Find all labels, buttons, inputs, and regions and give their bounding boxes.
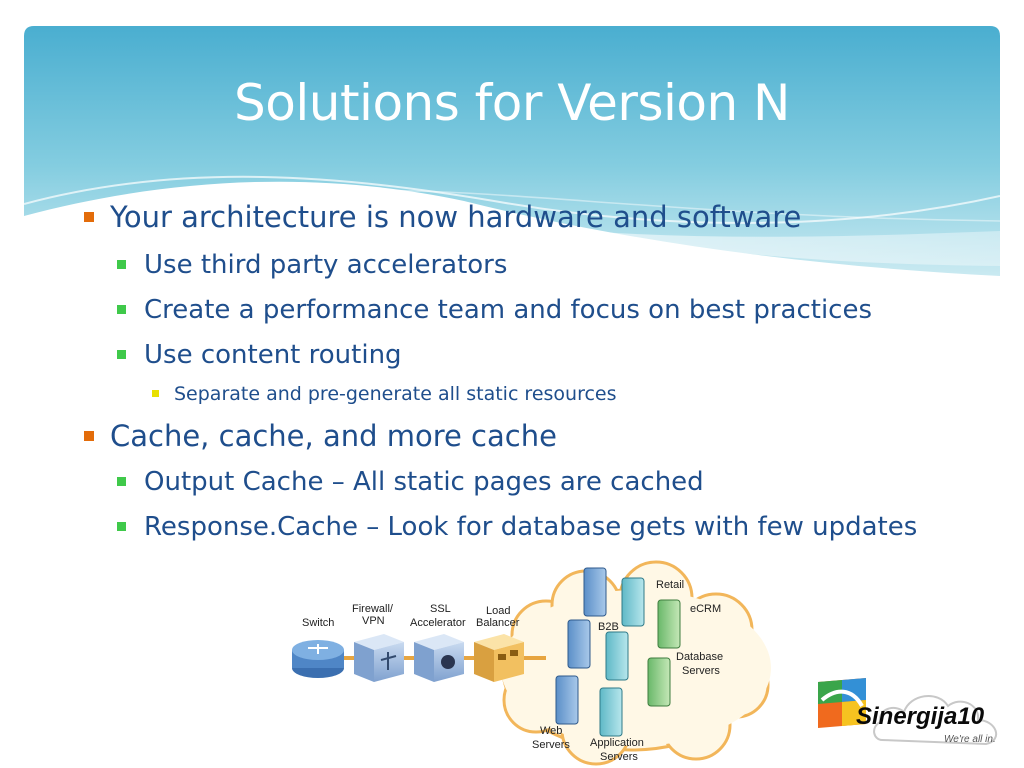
bullet-text: Separate and pre-generate all static res… — [174, 383, 617, 405]
server-towers — [555, 567, 681, 737]
label-ssl: SSL — [430, 603, 451, 615]
bullet-item: Create a performance team and focus on b… — [117, 295, 872, 325]
bullet-item: Output Cache – All static pages are cach… — [117, 467, 704, 497]
square-bullet-icon — [152, 390, 159, 397]
server-icon — [657, 599, 681, 649]
label-web-2: Servers — [532, 739, 570, 751]
bullet-item: Use content routing — [117, 340, 402, 370]
server-icon — [555, 675, 579, 725]
label-load-balancer: Load — [486, 605, 510, 617]
server-icon — [605, 631, 629, 681]
label-web: Web — [540, 725, 562, 737]
load-balancer-icon — [474, 634, 524, 682]
square-bullet-icon — [117, 260, 126, 269]
square-bullet-icon — [117, 477, 126, 486]
bullet-item: Response.Cache – Look for database gets … — [117, 512, 918, 542]
bullet-text: Response.Cache – Look for database gets … — [144, 512, 918, 542]
server-icon — [599, 687, 623, 737]
architecture-diagram: Switch Firewall/ VPN SSL Accelerator Loa… — [292, 560, 771, 766]
slide-title: Solutions for Version N — [234, 74, 790, 132]
label-database: Database — [676, 651, 723, 663]
label-retail: Retail — [656, 579, 684, 591]
label-b2b: B2B — [598, 621, 619, 633]
square-bullet-icon — [117, 350, 126, 359]
windows-flag-icon — [818, 678, 866, 728]
bullet-text: Your architecture is now hardware and so… — [110, 200, 802, 234]
bullet-text: Use content routing — [144, 340, 402, 370]
header-wave-background — [24, 26, 1000, 286]
server-icon — [647, 657, 671, 707]
label-firewall-2: VPN — [362, 615, 385, 627]
ssl-accelerator-icon — [414, 634, 464, 682]
logo-name: Sinergija10 — [856, 703, 985, 730]
label-switch: Switch — [302, 617, 334, 629]
bullet-item: Your architecture is now hardware and so… — [84, 200, 802, 234]
bullet-item: Cache, cache, and more cache — [84, 419, 557, 453]
label-load-balancer-2: Balancer — [476, 617, 520, 629]
label-ssl-2: Accelerator — [410, 617, 466, 629]
server-icon — [567, 619, 591, 669]
bullet-item: Use third party accelerators — [117, 250, 508, 280]
label-ecrm: eCRM — [690, 603, 721, 615]
label-application-2: Servers — [600, 751, 638, 763]
server-icon — [621, 577, 645, 627]
bullet-text: Create a performance team and focus on b… — [144, 295, 872, 325]
square-bullet-icon — [84, 212, 94, 222]
sinergija-logo: Sinergija10 We're all in. — [818, 678, 998, 746]
label-firewall: Firewall/ — [352, 603, 394, 615]
logo-tagline: We're all in. — [944, 734, 996, 745]
square-bullet-icon — [84, 431, 94, 441]
switch-icon — [292, 640, 344, 678]
label-application: Application — [590, 737, 644, 749]
bullet-text: Output Cache – All static pages are cach… — [144, 467, 704, 497]
square-bullet-icon — [117, 522, 126, 531]
bullet-text: Cache, cache, and more cache — [110, 419, 557, 453]
square-bullet-icon — [117, 305, 126, 314]
cloud-outline-icon — [873, 694, 998, 746]
bullet-text: Use third party accelerators — [144, 250, 508, 280]
label-database-2: Servers — [682, 665, 720, 677]
server-icon — [583, 567, 607, 617]
bullet-item: Separate and pre-generate all static res… — [152, 383, 617, 405]
firewall-icon — [354, 634, 404, 682]
